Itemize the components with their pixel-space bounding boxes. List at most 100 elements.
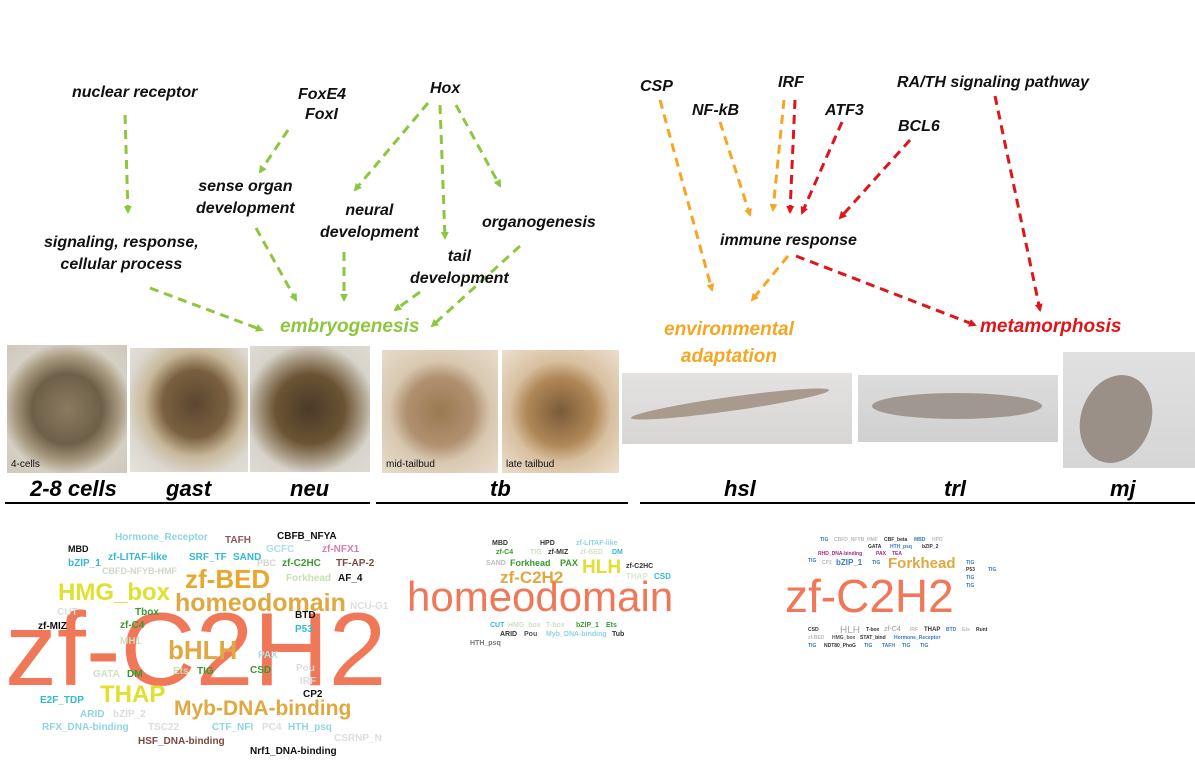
cloud-word: PC4 [262,722,282,733]
cloud-word: IRF [910,627,919,633]
divider-larval [640,502,1195,504]
cloud-word: Runt [976,627,988,633]
cloud-word: THAP [626,572,648,581]
cloud-word: TIG [966,583,975,589]
label-atf3: ATF3 [825,102,864,119]
cloud-word: Ets [606,622,617,629]
cloud-word: TIG [966,575,975,581]
arrow-rath-to-meta [993,95,1043,312]
arrow-nuclear-to-signaling [123,114,132,214]
cloud-word: PAX [560,558,578,568]
larva-shape [872,393,1042,419]
cloud-word: TIG [902,643,911,649]
cloud-word: THAP [924,627,941,633]
cloud-word: Ets [173,666,189,677]
cloud-word: P53 [295,624,313,635]
cloud-word: Ets [962,627,970,633]
cloud-word: CSD [250,665,272,676]
cloud-word: NDT80_PhoG [824,643,856,649]
cloud-word: zf-BED [580,549,603,556]
label-nfkb: NF-kB [692,102,740,119]
cloud-word: CP2 [822,560,832,566]
cloud-word: MH1 [120,636,142,647]
photo-4-cells: 4-cells [7,345,127,473]
caption: mid-tailbud [386,459,435,470]
arrow-nfkb-to-immune [718,121,752,217]
arrow-immune-to-env [750,255,790,302]
cloud-word: P53 [966,567,975,573]
cloud-word: RFX_DNA-binding [42,722,129,733]
cloud-word: SAND [233,552,262,563]
cloud-word: TF-AP-2 [336,558,375,569]
cloud-word: zf-C2H2 [5,592,387,708]
cloud-word: Pou [524,631,538,638]
cloud-word: TIG [988,567,997,573]
cloud-word: SAND [486,560,506,567]
cloud-word: zf-C2H2 [785,570,954,622]
cloud-word: TIG [530,549,542,556]
cloud-word: homeodomain [407,573,674,620]
photo-neu [250,346,370,472]
cloud-word: TIG [864,643,873,649]
cloud-word: DM [127,669,143,680]
cloud-word: zf-BED [185,564,271,594]
line: adaptation [680,346,777,367]
photo-mid-tailbud: mid-tailbud [382,350,498,473]
cloud-word: CUT [490,622,505,629]
cloud-word: SRF_TF [189,552,227,563]
cloud-word: PBC [257,558,277,568]
juvenile-shape [1067,364,1165,468]
cloud-word: bZIP_2 [922,544,939,550]
cloud-word: Hormone_Receptor [894,635,941,641]
cloud-word: TIG [872,560,881,566]
label-embryogenesis: embryogenesis [280,316,420,337]
cloud-word: HMG_box [832,635,856,641]
label-sense-organ: sense organ development [196,176,295,220]
caption: 4-cells [11,459,40,470]
cloud-word: TIG [820,537,829,543]
cloud-word: zf-MIZ [548,549,569,556]
photo-late-tailbud: late tailbud [502,350,619,473]
cloud-word: TIG [808,558,817,564]
arrow-tail-to-embryo [393,290,421,312]
cloud-word: CSRNP_N [334,733,382,744]
cloud-word: MBD [68,544,89,554]
cloud-word: GATA [868,544,882,550]
cloud-word: DM [612,549,623,556]
cloud-word: HMG_box [58,579,171,606]
cloud-word: THAP [100,681,166,708]
arrow-organ-to-embryo [430,244,522,328]
stage-neu: neu [290,476,330,501]
cloud-word: HLH [582,557,622,578]
cloud-word: PAX [876,551,886,557]
cloud-word: ARID [500,631,518,638]
cloud-word: zf-BED [808,635,825,641]
cloud-word: zf-C4 [496,549,514,556]
cloud-word: CSD [654,572,671,581]
cloud-word: RHD_DNA-binding [818,551,863,557]
cloud-word: zf-C2HC [282,558,321,569]
cloud-word: T-box [546,622,565,629]
cloud-word: CBF_beta [884,537,908,543]
label-metamorphosis: metamorphosis [980,316,1122,337]
cloud-word: TIG [197,666,214,677]
stage-trl: trl [944,476,966,501]
line: sense organ [198,178,293,195]
label-irf: IRF [778,74,804,91]
line: tail [447,248,471,265]
cloud-word: Nrf1_DNA-binding [250,746,337,757]
cloud-word: bZIP_1 [836,558,863,567]
cloud-word: TSC22 [148,722,180,733]
stage-gast: gast [166,476,212,501]
larva-shape [629,383,831,425]
cloud-word: CUT [57,607,78,618]
line: development [196,200,295,217]
cloud-word: Forkhead [888,555,956,572]
cloud-word: TIG [808,643,817,649]
label-foxe4: FoxE4 [298,86,347,103]
cloud-word: BTD [295,610,316,621]
arrow-hox-to-neural [353,102,430,192]
label-hox: Hox [430,80,461,97]
